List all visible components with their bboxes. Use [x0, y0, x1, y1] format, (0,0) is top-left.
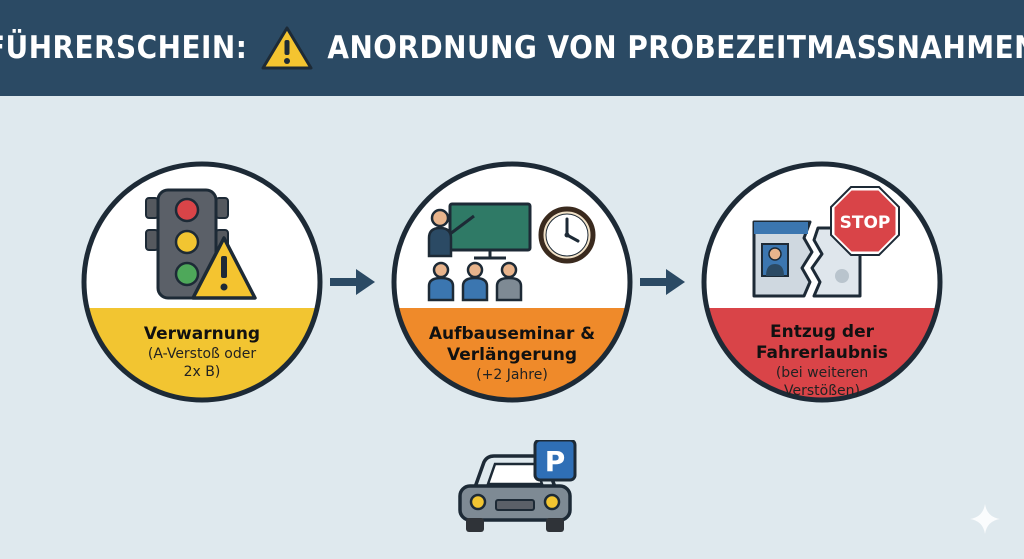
- step-1-subtitle-line2: 2x B): [183, 364, 221, 380]
- step-3-text: Entzug der Fahrerlaubnis (bei weiteren V…: [722, 322, 922, 400]
- sparkle-icon: [968, 502, 1002, 540]
- step-seminar: Aufbauseminar & Verlängerung (+2 Jahre): [388, 158, 636, 406]
- stop-sign-text: STOP: [840, 213, 891, 233]
- step-3-title-line2: Fahrerlaubnis: [755, 343, 889, 363]
- step-2-text: Aufbauseminar & Verlängerung (+2 Jahre): [412, 324, 612, 384]
- step-1-text: Verwarnung (A-Verstoß oder 2x B): [102, 324, 302, 381]
- step-1-title: Verwarnung: [143, 324, 261, 344]
- step-3-subtitle-line2: Verstößen): [784, 383, 860, 399]
- traffic-light-icon: [138, 188, 258, 310]
- arrow-2-icon: [640, 268, 686, 300]
- step-1-subtitle-line1: (A-Verstoß oder: [147, 346, 257, 362]
- arrow-1-icon: [330, 268, 376, 300]
- parking-sign-text: P: [545, 445, 566, 478]
- stop-sign-icon: STOP: [830, 186, 900, 260]
- clock-icon: [538, 206, 596, 268]
- step-3-title-line1: Entzug der: [769, 322, 874, 342]
- step-2-subtitle: (+2 Jahre): [476, 367, 548, 383]
- torn-license-icon: [752, 218, 864, 304]
- car-parking-icon: P: [452, 438, 582, 540]
- title-banner: Führerschein: Anordnung von Probezeitmaß…: [0, 0, 1024, 96]
- step-revocation: STOP Entzug der Fahrerlaubnis (bei weite…: [698, 158, 946, 406]
- step-2-title-line1: Aufbauseminar &: [428, 324, 596, 344]
- step-warning: Verwarnung (A-Verstoß oder 2x B): [78, 158, 326, 406]
- seminar-class-icon: [426, 200, 534, 308]
- title-right: Anordnung von Probezeitmaßnahmen: [327, 30, 1024, 66]
- title-left: Führerschein:: [0, 30, 248, 66]
- step-2-title-line2: Verlängerung: [447, 345, 577, 365]
- step-3-subtitle-line1: (bei weiteren: [775, 365, 869, 381]
- warning-icon: [261, 25, 313, 71]
